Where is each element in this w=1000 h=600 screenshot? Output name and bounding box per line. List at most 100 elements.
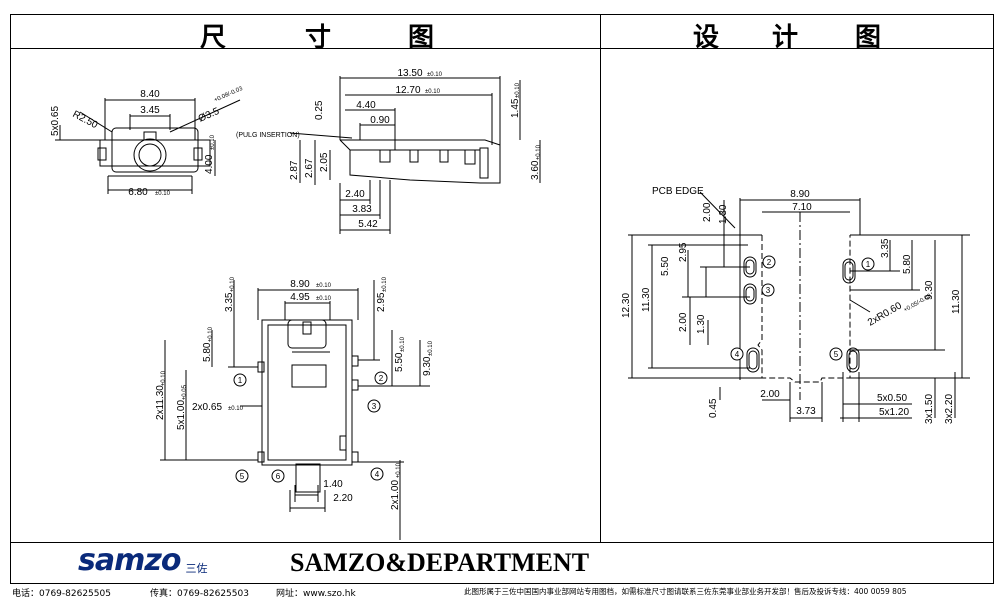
dim-side-2-05: 2.05 xyxy=(319,152,330,172)
dim-design-0-45: 0.45 xyxy=(708,398,719,418)
bottom-pin-label-5: 5 xyxy=(240,472,245,481)
tol-bottom-3-35: ±0.10 xyxy=(230,276,236,292)
bottom-pin-4-pad xyxy=(351,451,359,463)
dim-design-2-00-bottom: 2.00 xyxy=(760,389,780,400)
side-view-rear-tab xyxy=(479,147,489,179)
tol-bottom-2x1-00: ±0.10 xyxy=(396,462,402,478)
bottom-pin-label-2: 2 xyxy=(379,374,384,383)
front-view-right-tab xyxy=(193,147,203,161)
front-view-housing xyxy=(111,127,199,173)
dim-front-4-00: 4.00 xyxy=(204,154,215,174)
logo-chinese: 三佐 xyxy=(185,562,208,575)
dim-bottom-5-80: 5.80 xyxy=(202,342,213,362)
front-view-left-tab xyxy=(97,147,107,161)
dim-side-2-87: 2.87 xyxy=(289,160,300,180)
tol-bottom-8-90: ±0.10 xyxy=(316,283,332,289)
bottom-view-rear-plug xyxy=(295,463,321,493)
tol-bottom-5-80: ±0.10 xyxy=(208,326,214,342)
bottom-view-inner xyxy=(267,324,347,461)
dim-design-1-30-top: 1.30 xyxy=(718,204,729,224)
dim-design-3x1-50: 3x1.50 xyxy=(924,394,935,424)
footer-notice: 此图形属于三佐中国国内事业部网站专用图档，如需标准尺寸图请联系三佐东莞事业部业务… xyxy=(464,587,907,596)
right-title-char-3: 图 xyxy=(855,23,884,53)
design-view-outline xyxy=(757,235,851,383)
tol-bottom-4-95: ±0.10 xyxy=(316,296,332,302)
brand-name: SAMZO&DEPARTMENT xyxy=(290,548,590,577)
tol-bottom-2x11-30: ±0.10 xyxy=(161,370,167,386)
tol-side-3-60: ±0.10 xyxy=(536,144,542,160)
tol-bottom-9-30: ±0.10 xyxy=(428,340,434,356)
tol-side-12-70: ±0.10 xyxy=(425,89,441,95)
bottom-view-center-block xyxy=(291,364,327,388)
tol-bottom-2-95: ±0.10 xyxy=(382,276,388,292)
right-title-char-1: 设 xyxy=(693,23,722,53)
bottom-view-key xyxy=(302,321,312,335)
side-view-pin-3 xyxy=(439,149,449,163)
dim-side-0-90: 0.90 xyxy=(370,115,390,126)
dim-design-1-30-mid: 1.30 xyxy=(696,314,707,334)
dim-bottom-3-35: 3.35 xyxy=(224,292,235,312)
dim-front-6-80: 6.80 xyxy=(128,187,148,198)
design-callout-circle-5 xyxy=(829,347,843,361)
bottom-pin-label-3: 3 xyxy=(372,402,377,411)
bottom-pin-6-pad xyxy=(339,435,347,451)
bottom-pin-label-1: 1 xyxy=(238,376,243,385)
design-view xyxy=(628,191,970,422)
dim-design-2xr0-60: 2xR0.60 xyxy=(866,300,904,328)
outer-frame xyxy=(10,14,994,584)
dim-design-2-00-top: 2.00 xyxy=(702,202,713,222)
dim-side-0-25: 0.25 xyxy=(314,100,325,120)
dim-design-11-30-right: 11.30 xyxy=(951,289,962,314)
dim-design-5-80: 5.80 xyxy=(902,254,913,274)
dim-side-2-67: 2.67 xyxy=(304,158,315,178)
side-view xyxy=(289,76,541,234)
dim-bottom-5-50: 5.50 xyxy=(394,352,405,372)
dim-design-9-30: 9.30 xyxy=(924,280,935,300)
dim-front-3-45: 3.45 xyxy=(140,105,160,116)
design-callout-circle-2 xyxy=(762,255,776,269)
dim-side-5-42: 5.42 xyxy=(358,219,378,230)
dim-design-5x1-20: 5x1.20 xyxy=(879,407,909,418)
bottom-callout-circle-6 xyxy=(271,469,285,483)
header-divider xyxy=(10,48,994,49)
dim-design-2-00-mid: 2.00 xyxy=(678,312,689,332)
center-divider xyxy=(600,14,601,542)
dim-design-8-90: 8.90 xyxy=(790,189,810,200)
front-view-plug-hole xyxy=(133,138,167,172)
design-pin-label-4: 4 xyxy=(735,350,740,359)
front-view-key xyxy=(143,131,157,141)
bottom-pin-label-4: 4 xyxy=(375,470,380,479)
side-view-outline xyxy=(339,139,501,184)
dim-side-12-70: 12.70 xyxy=(395,85,420,96)
dim-bottom-4-95: 4.95 xyxy=(290,292,310,303)
dim-bottom-2-20: 2.20 xyxy=(333,493,353,504)
dim-bottom-2x1-00: 2x1.00 xyxy=(390,480,401,510)
tol-front-dia: +0.08/-0.03 xyxy=(213,86,244,104)
bottom-view-plug-boss xyxy=(287,319,327,349)
dim-bottom-8-90: 8.90 xyxy=(290,279,310,290)
dim-bottom-2-95: 2.95 xyxy=(376,292,387,312)
plug-insertion-note: (PULG INSERTION) xyxy=(236,132,300,139)
dim-bottom-1-40: 1.40 xyxy=(323,479,343,490)
tol-design-2xr0-60: +0.05/-0.03 xyxy=(903,293,933,314)
samzo-logo: samzo 三佐 xyxy=(78,546,208,576)
dim-side-13-50: 13.50 xyxy=(397,68,422,79)
footer-fax: 传真：0769-82625503 xyxy=(150,589,249,599)
dim-front-r2-50: R2.50 xyxy=(71,109,100,131)
tol-bottom-5x1-00: ±0.05 xyxy=(182,384,188,400)
dim-design-5-50: 5.50 xyxy=(660,256,671,276)
dim-design-5x0-50: 5x0.50 xyxy=(877,393,907,404)
bottom-callout-circle-3 xyxy=(367,399,381,413)
pcb-edge-note: PCB EDGE xyxy=(652,186,704,197)
dim-side-1-45: 1.45 xyxy=(510,98,521,118)
dim-front-dia-3-5: Ø3.5 xyxy=(197,106,222,125)
design-pin-label-3: 3 xyxy=(766,286,771,295)
bottom-callout-circle-2 xyxy=(374,371,388,385)
dim-design-11-30-left: 11.30 xyxy=(641,287,652,312)
left-title-char-3: 图 xyxy=(408,23,437,53)
design-pad-3 xyxy=(743,283,757,305)
dim-side-4-40: 4.40 xyxy=(356,100,376,111)
tol-bottom-2x0-65: ±0.10 xyxy=(228,406,244,412)
design-pad-4 xyxy=(746,347,760,373)
dim-side-3-60: 3.60 xyxy=(530,160,541,180)
